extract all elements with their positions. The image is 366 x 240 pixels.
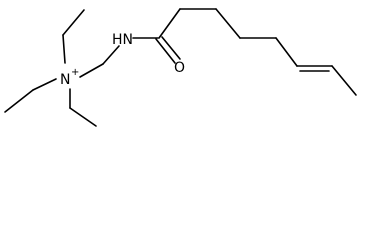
bond-ethyl1-c1-c2 <box>62 9 85 36</box>
bond-ethyl2-c1-c2 <box>4 89 34 113</box>
bond-c5-c6 <box>275 37 298 67</box>
nitrogen-cation-label: N <box>60 72 70 88</box>
carbonyl-oxygen-label: O <box>174 60 185 76</box>
bond-n-methylene <box>79 63 104 78</box>
nitrogen-charge-label: + <box>71 67 79 78</box>
amide-nh-label: HN <box>112 32 133 48</box>
molecule-drawing: N + HN O <box>4 8 357 127</box>
bond-c1-c2 <box>158 8 181 39</box>
bond-n-ethyl1-c1 <box>62 34 66 64</box>
bond-c3-c4 <box>215 8 241 39</box>
structure-diagram: N + HN O <box>4 8 357 127</box>
bond-n-ethyl2-c1 <box>32 78 57 91</box>
bond-carbonyl-o-b <box>161 36 181 60</box>
bond-ethyl3-c1-c2 <box>69 107 97 127</box>
bond-carbonyl-o-a <box>155 38 176 64</box>
bond-c8-c9 <box>331 65 357 96</box>
bond-methylene-nh <box>102 45 120 65</box>
